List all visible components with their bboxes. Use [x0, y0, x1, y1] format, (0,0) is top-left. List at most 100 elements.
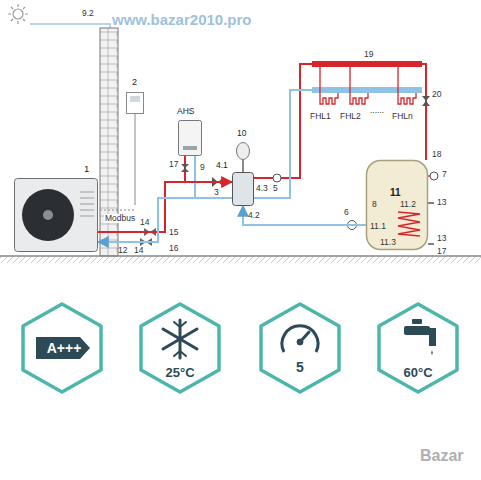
- energy-class-badge: A+++: [20, 302, 104, 394]
- callout-number: 17: [169, 160, 178, 169]
- callout-number: 19: [364, 50, 373, 59]
- sun-icon: [13, 9, 23, 19]
- watermark: Bazar: [420, 448, 464, 464]
- node-label: 11: [390, 188, 401, 198]
- node-outline: [232, 172, 254, 206]
- valve-symbol: [181, 164, 189, 172]
- callout-number: 6: [344, 208, 349, 217]
- supply-pipe: [422, 64, 426, 160]
- callout-number: 9.2: [82, 9, 94, 18]
- pump-symbol: [430, 172, 438, 180]
- vessel-body: [237, 143, 250, 160]
- gauge-hub: [297, 339, 303, 345]
- outdoor-unit: 1: [14, 178, 98, 252]
- floor-loops: [320, 67, 416, 104]
- callout-number: 4.2: [248, 211, 260, 220]
- valve-stub: [428, 243, 434, 245]
- side-grille: [80, 216, 94, 217]
- boiler-display: [183, 146, 197, 150]
- protocol-label: Modbus: [104, 214, 136, 223]
- callout-number: 4.3: [256, 184, 268, 193]
- snowflake-stroke: [163, 329, 197, 349]
- tap-handle: [412, 319, 422, 324]
- callout-number: 13: [437, 234, 446, 243]
- heating-coil: [398, 212, 420, 236]
- tank-body: [367, 161, 428, 250]
- node-label: 4.1: [216, 161, 228, 170]
- callout-number: 8: [372, 200, 377, 209]
- gauge-icon: [282, 326, 318, 352]
- backup-boiler: AHS: [178, 120, 202, 156]
- side-grille: [80, 192, 94, 193]
- node-label: A+++: [36, 341, 92, 355]
- floor-loop: [320, 67, 338, 104]
- callout-number: 9: [200, 163, 205, 172]
- callout-number: 13: [437, 198, 446, 207]
- tap-spout: [428, 328, 436, 346]
- thermostat-display: [130, 96, 140, 102]
- valve-stub: [428, 202, 434, 204]
- hydraulic-separator: 4.1: [232, 172, 254, 206]
- callout-number: 20: [432, 90, 441, 99]
- side-grille: [80, 198, 94, 199]
- tap-body: [404, 326, 430, 335]
- return-manifold: [312, 87, 422, 93]
- callout-number: 11.3: [380, 238, 396, 247]
- node-label: AHS: [177, 107, 194, 116]
- callout-number: 17: [437, 247, 446, 256]
- separator-body: [233, 173, 254, 206]
- hexagon-frame: [23, 304, 101, 392]
- node-outline: [258, 302, 342, 394]
- tap-icon: [404, 319, 436, 355]
- snowflake-tips: [174, 322, 186, 356]
- node-label: 60°C: [376, 366, 460, 379]
- sensor-cable: [30, 24, 110, 30]
- callout-number: 12: [118, 246, 127, 255]
- callout-number: 11.2: [400, 200, 416, 209]
- room-thermostat: 2: [126, 92, 144, 114]
- callout-number: 7: [442, 170, 447, 179]
- node-outline: [178, 120, 202, 156]
- callout-number: 5: [273, 184, 278, 193]
- snowflake-stroke: [163, 329, 197, 349]
- cooling-badge: 25°C: [138, 302, 222, 394]
- node-outline: [376, 302, 460, 394]
- floor-loop: [398, 67, 416, 104]
- node-label: 2: [132, 78, 137, 87]
- valve-symbol: [422, 96, 430, 106]
- levels-badge: 5: [258, 302, 342, 394]
- sun-rays: [8, 4, 28, 24]
- thermostat-body: [127, 93, 144, 114]
- ground-line: [0, 255, 481, 257]
- node-label: 5: [258, 360, 342, 374]
- node-outline: [126, 92, 144, 114]
- callout-number: 18: [432, 150, 441, 159]
- callout-number: 3: [214, 188, 219, 197]
- node-outline: [14, 178, 98, 252]
- callout-number: 14: [140, 218, 149, 227]
- node-outline: [236, 142, 250, 160]
- pipe-connector: [98, 198, 232, 242]
- outdoor-sensor: [8, 4, 28, 24]
- loop-label: FHL1: [310, 112, 331, 121]
- callout-number: 15: [169, 228, 178, 237]
- boiler-casing: [179, 121, 202, 156]
- modbus-cable: [100, 210, 135, 211]
- loop-label: FHLn: [392, 112, 413, 121]
- node-label: 10: [237, 129, 246, 138]
- pipe-connector: [243, 206, 366, 225]
- pipe-connector: [98, 182, 232, 232]
- pipe-connector: [242, 160, 244, 172]
- callout-number: 16: [169, 244, 178, 253]
- pump-symbol: [273, 174, 281, 182]
- watermark: www.bazar2010.pro: [112, 12, 252, 27]
- callout-number: 14: [134, 246, 143, 255]
- side-grille: [80, 210, 94, 211]
- snowflake-icon: [163, 320, 197, 358]
- node-label: 1: [84, 164, 89, 174]
- node-outline: [138, 302, 222, 394]
- node-label: 25°C: [138, 366, 222, 379]
- unit-casing: [15, 179, 98, 252]
- water-drop: [431, 350, 433, 355]
